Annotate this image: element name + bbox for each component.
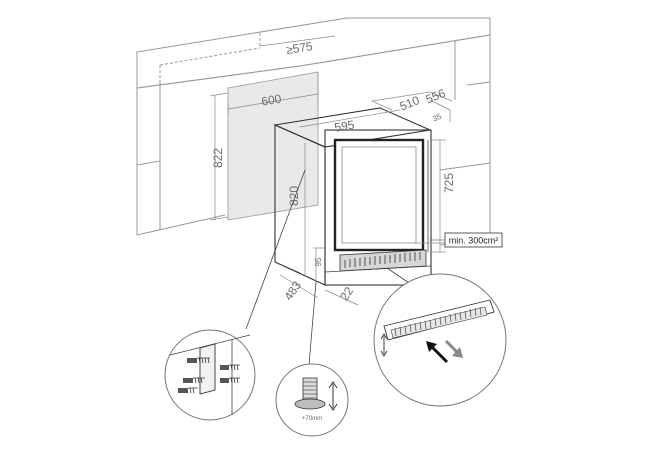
- door-thickness-label: 35: [431, 112, 443, 124]
- wine-cooler: [273, 107, 432, 286]
- door-height-label: 725: [442, 173, 456, 193]
- niche-depth-label: ≥575: [285, 39, 314, 57]
- foot-icon: [294, 377, 326, 410]
- ventilation-label: min. 300cm²: [449, 236, 499, 246]
- plinth-height-label: 95: [314, 257, 323, 266]
- airflow-arrow-icon: [426, 339, 463, 364]
- appliance-dimension-lines: [279, 91, 453, 306]
- adjustable-foot-detail: +70mm: [275, 363, 349, 437]
- appliance-width-label: 595: [333, 118, 355, 135]
- appliance-height-label: 820: [287, 186, 301, 206]
- appliance-depth-label: 556: [424, 86, 448, 107]
- plinth-offset-label: 22: [337, 284, 356, 303]
- ventilation-callout: min. 300cm²: [444, 232, 503, 248]
- plinth-depth-label: 483: [281, 278, 304, 303]
- body-depth-label: 510: [398, 93, 422, 114]
- mounting-detail: [164, 329, 256, 421]
- vertical-arrow-icon: [328, 381, 338, 411]
- cabinet-niche: [136, 17, 491, 246]
- grille-detail: [373, 273, 507, 407]
- niche-height-label: 822: [211, 148, 225, 168]
- screw-icon: [178, 357, 240, 394]
- vertical-arrow-icon: [380, 333, 388, 357]
- niche-width-label: 600: [260, 92, 282, 109]
- foot-adjust-label: +70mm: [302, 416, 322, 422]
- niche-dimension-lines: [209, 35, 336, 221]
